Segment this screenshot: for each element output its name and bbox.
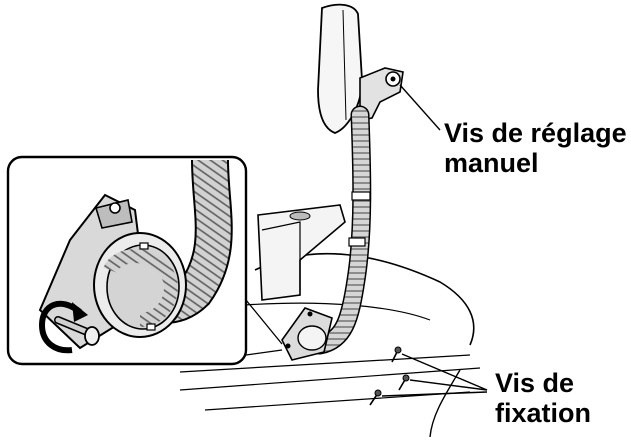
fixing-screws-label-line-1: Vis de — [495, 368, 575, 398]
inset-fixing-screw — [54, 316, 100, 346]
fixing-screws-label: Vis de fixation — [495, 368, 591, 428]
leader-fix-2 — [409, 379, 488, 391]
leader-adjust-screw — [399, 84, 441, 131]
adjust-screw-label-line-2: manuel — [444, 148, 539, 178]
fixing-screws — [369, 346, 410, 406]
fixing-screw-2 — [398, 374, 410, 391]
seat-bracket — [257, 204, 346, 301]
fixing-screw-3 — [369, 389, 382, 406]
hose-flange — [281, 307, 333, 361]
flexible-hose — [310, 105, 372, 355]
adjust-screw-label-line-1: Vis de réglage — [444, 118, 627, 148]
fixing-screws-label-line-2: fixation — [495, 398, 592, 428]
leader-fix-1 — [401, 353, 488, 391]
fixing-screw-1 — [391, 346, 402, 363]
leader-lines — [381, 84, 488, 397]
detail-inset — [6, 155, 248, 366]
adjust-screw-label: Vis de réglage manuel — [444, 118, 627, 178]
leader-fix-3 — [381, 391, 488, 397]
counter-clockwise-arrow-icon — [38, 300, 88, 354]
zoom-connector — [245, 299, 283, 356]
